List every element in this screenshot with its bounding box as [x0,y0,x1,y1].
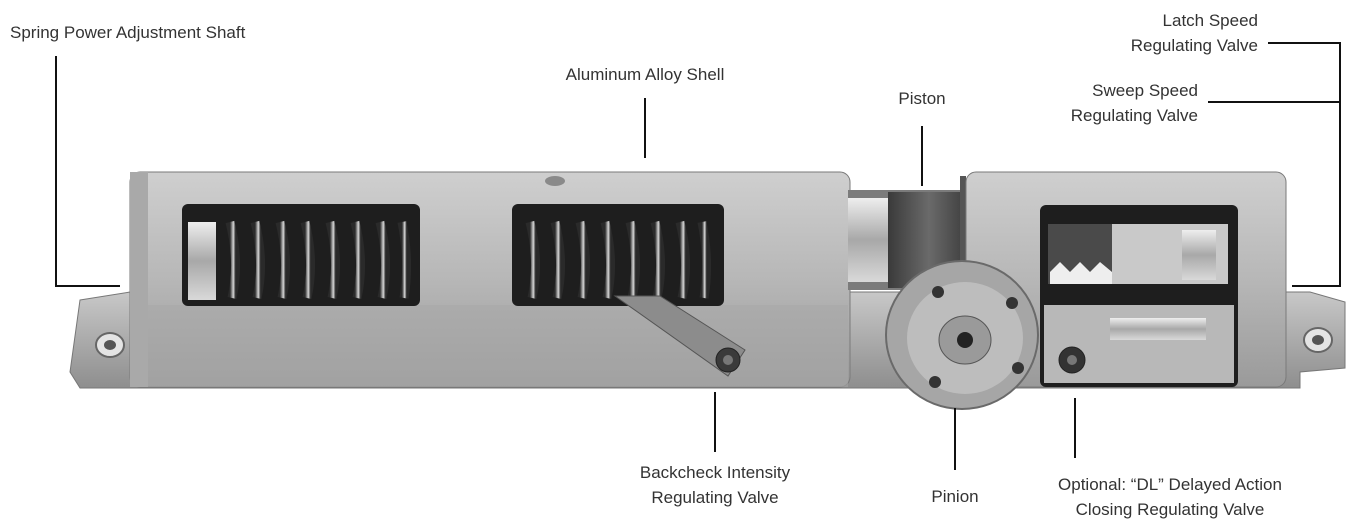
label-sweep-speed-regulating-valve: Sweep Speed Regulating Valve [1070,81,1198,125]
aluminum-shell-right [965,171,1287,388]
label-piston: Piston [898,89,946,108]
label-spring-power-adjustment-shaft: Spring Power Adjustment Shaft [10,23,246,42]
pinion [885,260,1039,410]
label-backcheck-intensity-regulating-valve: Backcheck Intensity Regulating Valve [639,463,791,507]
spring-window-left [182,204,420,306]
label-latch-speed-regulating-valve: Latch Speed Regulating Valve [1130,11,1258,55]
label-aluminum-alloy-shell: Aluminum Alloy Shell [565,65,725,84]
label-pinion: Pinion [931,487,979,506]
label-delayed-action-closing-regulating-valve: Optional: “DL” Delayed Action Closing Re… [1058,475,1282,519]
backcheck-valve-arm [613,295,746,377]
spring-window-right [512,204,724,306]
